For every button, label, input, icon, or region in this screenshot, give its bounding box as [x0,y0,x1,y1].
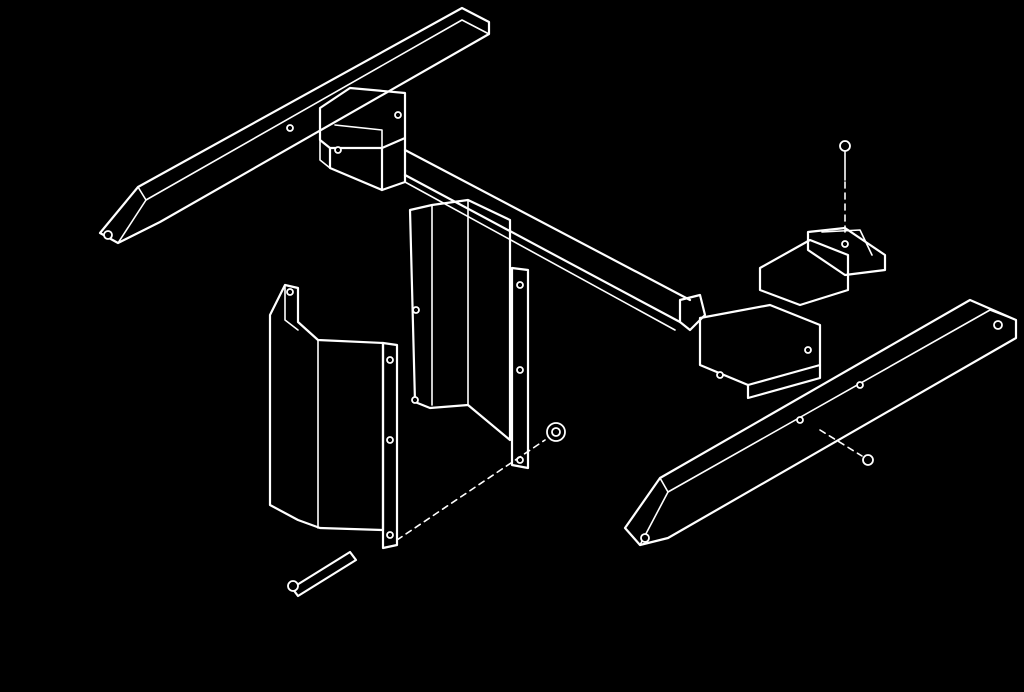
foot-screw [819,429,874,466]
nut [396,422,566,541]
left-foot [98,6,491,245]
left-center-bracket [286,86,407,192]
top-bolt [839,140,851,233]
column-front-cover [268,283,399,550]
right-foot [623,298,1018,547]
right-center-bracket [698,226,887,400]
column-rear-cover [408,198,530,470]
bottom-bolt [287,550,358,598]
crossbar [403,148,707,332]
